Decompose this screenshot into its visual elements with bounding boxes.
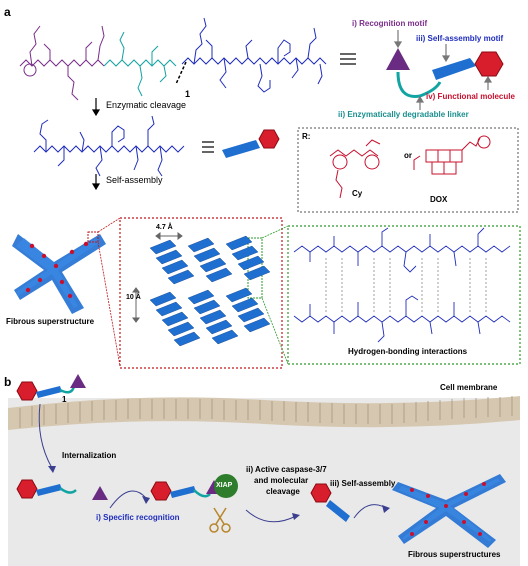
distance-4-7-label: 4.7 Å <box>156 224 173 231</box>
fibrous-superstructures-label: Fibrous superstructures <box>408 550 501 559</box>
distance-10-label: 10 Å <box>126 294 141 301</box>
caspase-label-3: cleavage <box>266 487 300 496</box>
internalization-label: Internalization <box>62 451 117 460</box>
compound-number-a: 1 <box>185 89 191 99</box>
r-box-or: or <box>404 151 412 160</box>
compound-number-b: 1 <box>62 395 67 404</box>
cell-membrane-label: Cell membrane <box>440 383 498 392</box>
step-self-assembly-a: Self-assembly <box>106 175 163 185</box>
panel-b-label: b <box>4 375 12 389</box>
fibrous-superstructure-label: Fibrous superstructure <box>6 317 95 326</box>
panel-a-label: a <box>4 5 11 19</box>
caspase-label-2: and molecular <box>254 476 309 485</box>
hydrogen-bonding-label: Hydrogen-bonding interactions <box>348 347 468 356</box>
legend-self-assembly-motif: iii) Self-assembly motif <box>416 34 504 43</box>
r-box-cy: Cy <box>352 189 363 198</box>
r-box-label: R: <box>302 132 311 141</box>
self-assembly-b-label: iii) Self-assembly <box>330 479 396 488</box>
r-box-dox: DOX <box>430 195 448 204</box>
legend-degradable-linker: ii) Enzymatically degradable linker <box>338 110 469 119</box>
legend-recognition-motif: i) Recognition motif <box>352 19 428 28</box>
step-enzymatic-cleavage: Enzymatic cleavage <box>106 100 187 110</box>
specific-recognition-label: i) Specific recognition <box>96 513 180 522</box>
caspase-label-1: ii) Active caspase-3/7 <box>246 465 327 474</box>
xiap-label: XIAP <box>216 482 233 489</box>
legend-functional-molecule: iv) Functional molecule <box>426 92 515 101</box>
